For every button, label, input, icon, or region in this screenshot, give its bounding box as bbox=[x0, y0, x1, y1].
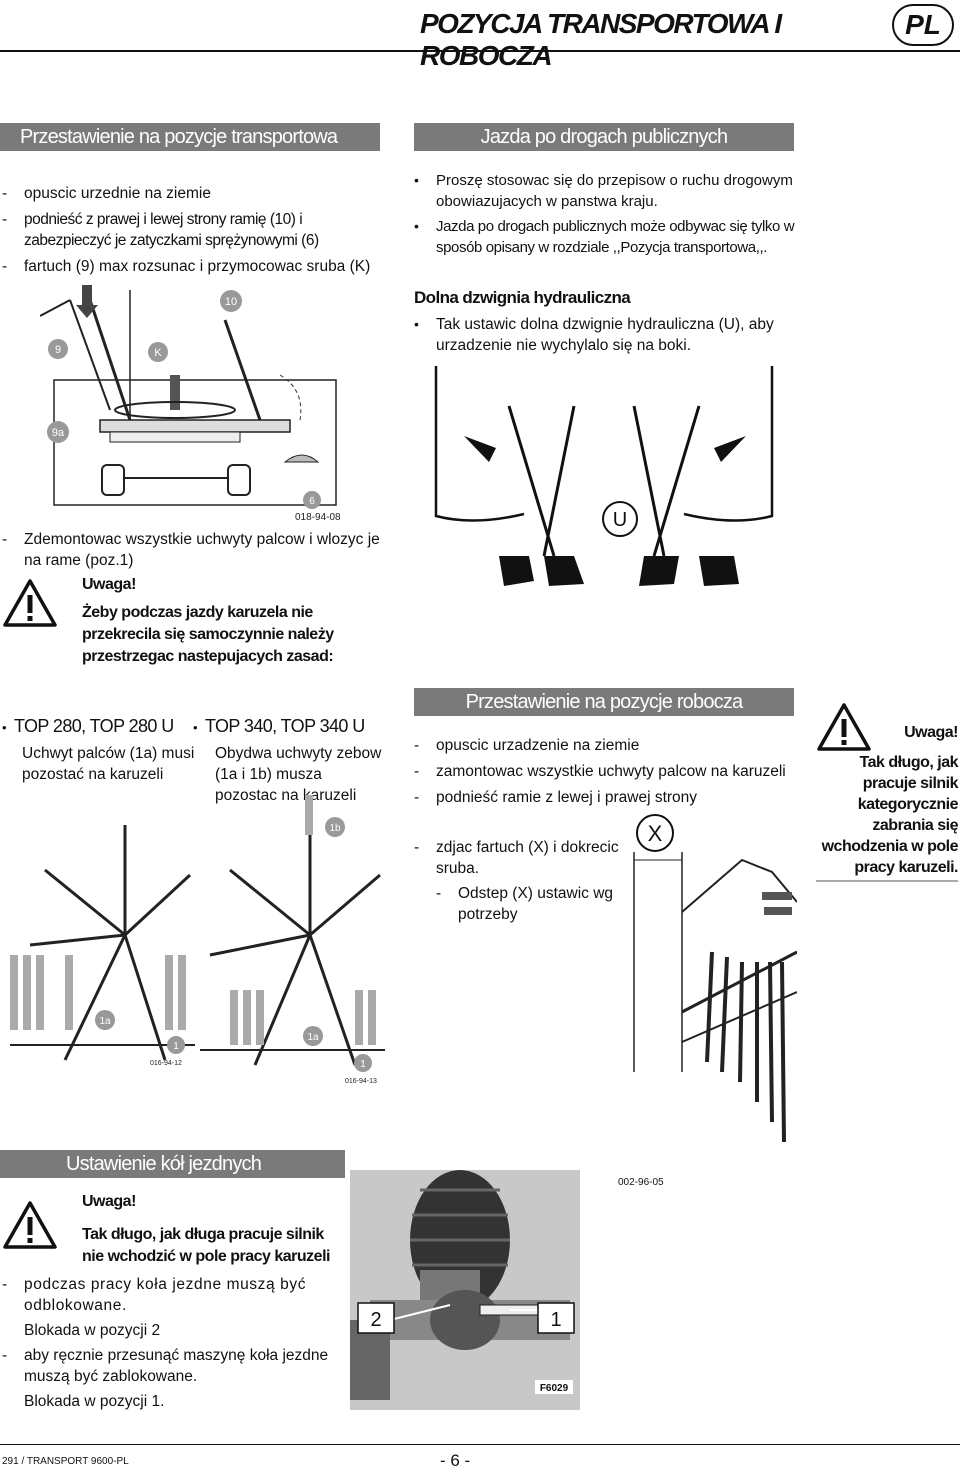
figure-label-9a: 9a bbox=[52, 427, 65, 439]
wheels-warning-text: Tak długo, jak długa pracuje silnik nie … bbox=[82, 1226, 330, 1265]
wheels-photo-label-2: 2 bbox=[370, 1309, 381, 1331]
work-step: -opuscic urzadzenie na ziemie bbox=[414, 737, 640, 754]
transport-step-remove: -Zdemontowac wszystkie uchwyty palcow i … bbox=[2, 531, 380, 569]
footer-page-number: - 6 - bbox=[440, 1451, 471, 1470]
transport-warning-text: Żeby podczas jazdy karuzela nie przekrec… bbox=[82, 604, 334, 665]
work-warning-title: Uwaga! bbox=[904, 724, 958, 741]
figure-label-10: 10 bbox=[225, 296, 237, 308]
wheels-photo-label-1: 1 bbox=[550, 1309, 561, 1331]
rotor-right-label-1b: 1b bbox=[329, 823, 341, 834]
transport-figure: 9 K 10 9a 6 018-94-08 bbox=[40, 285, 341, 523]
figure-code: 018-94-08 bbox=[295, 512, 341, 523]
work-step-apron: -zdjac fartuch (X) i dokrecic sruba. -Od… bbox=[414, 839, 619, 923]
header-rule bbox=[0, 50, 960, 52]
rotor-left-code: 016-94-12 bbox=[150, 1060, 182, 1067]
hydraulic-subtitle: Dolna dzwignia hydrauliczna bbox=[414, 288, 631, 307]
transport-warning-title: Uwaga! bbox=[82, 576, 136, 593]
work-step: -podnieść ramie z lewej i prawej strony bbox=[414, 789, 698, 806]
work-warning-text: Tak długo, jak pracuje silnik kategorycz… bbox=[816, 752, 959, 882]
wheels-step: -podczas pracy koła jezdne muszą być odb… bbox=[2, 1276, 307, 1314]
work-figure: X bbox=[633, 814, 797, 1143]
wheels-warning-title: Uwaga! bbox=[82, 1193, 136, 1210]
wheels-step: -aby ręcznie przesunąć maszynę koła jezd… bbox=[2, 1347, 329, 1385]
warning-icon bbox=[3, 1201, 57, 1249]
rotor-right-code: 016-94-13 bbox=[345, 1078, 377, 1085]
footer-doc-id: 291 / TRANSPORT 9600-PL bbox=[2, 1456, 129, 1467]
work-step: -zamontowac wszystkie uchwyty palcow na … bbox=[414, 763, 786, 780]
model-right-text: Obydwa uchwyty zebow (1a i 1b) musza poz… bbox=[215, 745, 382, 804]
roads-bullet: •Proszę stosowac się do przepisow o ruch… bbox=[414, 172, 793, 210]
work-section-title: Przestawienie na pozycje robocza bbox=[414, 688, 794, 716]
footer-rule bbox=[0, 1444, 960, 1445]
figure-label-6: 6 bbox=[309, 496, 315, 507]
wheels-photo-code: 002-96-05 bbox=[618, 1177, 664, 1188]
wheels-photo-tag: F6029 bbox=[540, 1383, 569, 1394]
model-left-text: Uchwyt palców (1a) musi pozostać na karu… bbox=[22, 745, 195, 783]
roads-bullets: •Proszę stosowac się do przepisow o ruch… bbox=[414, 170, 796, 258]
wheels-photo: 2 1 F6029 bbox=[350, 1170, 580, 1410]
hydraulic-bullet: •Tak ustawic dolna dzwignie hydrauliczna… bbox=[414, 316, 774, 354]
warning-icon bbox=[817, 703, 871, 751]
work-label-X: X bbox=[648, 821, 663, 846]
page-title: POZYCJA TRANSPORTOWA I ROBOCZA bbox=[420, 8, 782, 71]
rotor-figure-right: 1b 1a 1 016-94-13 bbox=[200, 795, 385, 1085]
hydraulic-label-U: U bbox=[613, 509, 627, 531]
figure-label-K: K bbox=[154, 347, 162, 359]
model-right-title: •TOP 340, TOP 340 U bbox=[193, 716, 365, 736]
rotor-right-label-1: 1 bbox=[360, 1059, 366, 1070]
rotor-figure-left: 1a 1 016-94-12 bbox=[10, 825, 195, 1067]
rotor-left-label-1: 1 bbox=[173, 1041, 179, 1052]
wheels-step-note: Blokada w pozycji 1. bbox=[24, 1393, 165, 1410]
rotor-right-label-1a: 1a bbox=[307, 1032, 319, 1043]
roads-bullet: •Jazda po drogach publicznych może odbyw… bbox=[414, 218, 795, 256]
transport-step: -fartuch (9) max rozsunac i przymocowac … bbox=[2, 258, 371, 275]
rotor-left-label-1a: 1a bbox=[99, 1016, 111, 1027]
transport-step: -opuscic urzednie na ziemie bbox=[2, 185, 211, 202]
wheels-steps: -podczas pracy koła jezdne muszą być odb… bbox=[2, 1274, 342, 1412]
warning-icon bbox=[3, 579, 57, 627]
transport-steps: -opuscic urzednie na ziemie -podnieść z … bbox=[2, 183, 386, 277]
figure-label-9: 9 bbox=[55, 344, 61, 356]
transport-step: -podnieść z prawej i lewej strony ramię … bbox=[2, 211, 319, 249]
transport-section-title: Przestawienie na pozycje transportowa bbox=[0, 123, 380, 151]
hydraulic-figure: U bbox=[434, 366, 774, 586]
wheels-section-title: Ustawienie kół jezdnych bbox=[0, 1150, 345, 1178]
wheels-step-note: Blokada w pozycji 2 bbox=[24, 1322, 161, 1339]
language-badge: PL bbox=[892, 4, 954, 46]
work-steps: -opuscic urzadzenie na ziemie -zamontowa… bbox=[414, 735, 804, 808]
model-left-title: •TOP 280, TOP 280 U bbox=[2, 716, 174, 736]
roads-section-title: Jazda po drogach publicznych bbox=[414, 123, 794, 151]
